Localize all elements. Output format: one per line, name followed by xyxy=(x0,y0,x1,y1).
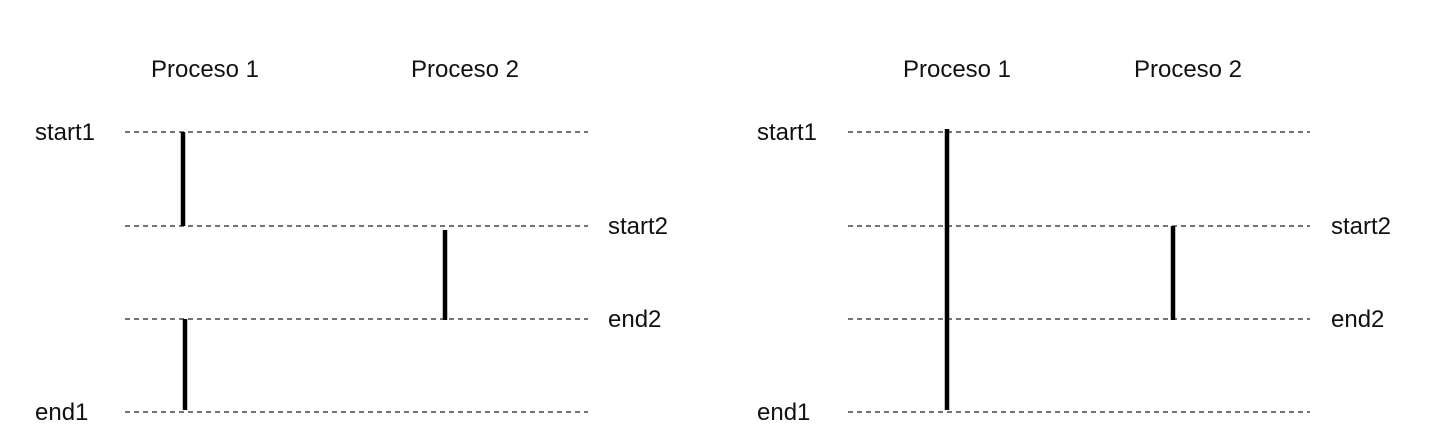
diagram-1-header-proceso-2: Proceso 2 xyxy=(411,56,519,83)
diagram-1-label-start1: start1 xyxy=(35,119,95,146)
diagram-2-label-end2: end2 xyxy=(1331,306,1384,333)
diagram-2: Proceso 1 Proceso 2 start1 end1 start2 e… xyxy=(757,56,1391,426)
diagram-2-label-end1: end1 xyxy=(757,399,810,426)
diagram-2-header-proceso-1: Proceso 1 xyxy=(903,56,1011,83)
diagram-2-label-start2: start2 xyxy=(1331,213,1391,240)
diagram-2-header-proceso-2: Proceso 2 xyxy=(1134,56,1242,83)
diagram-1-header-proceso-1: Proceso 1 xyxy=(151,56,259,83)
diagram-2-label-start1: start1 xyxy=(757,119,817,146)
diagram-1-label-end1: end1 xyxy=(35,399,88,426)
diagram-1-label-start2: start2 xyxy=(608,213,668,240)
diagram-1-label-end2: end2 xyxy=(608,306,661,333)
diagram-1: Proceso 1 Proceso 2 start1 end1 start2 e… xyxy=(35,56,668,426)
